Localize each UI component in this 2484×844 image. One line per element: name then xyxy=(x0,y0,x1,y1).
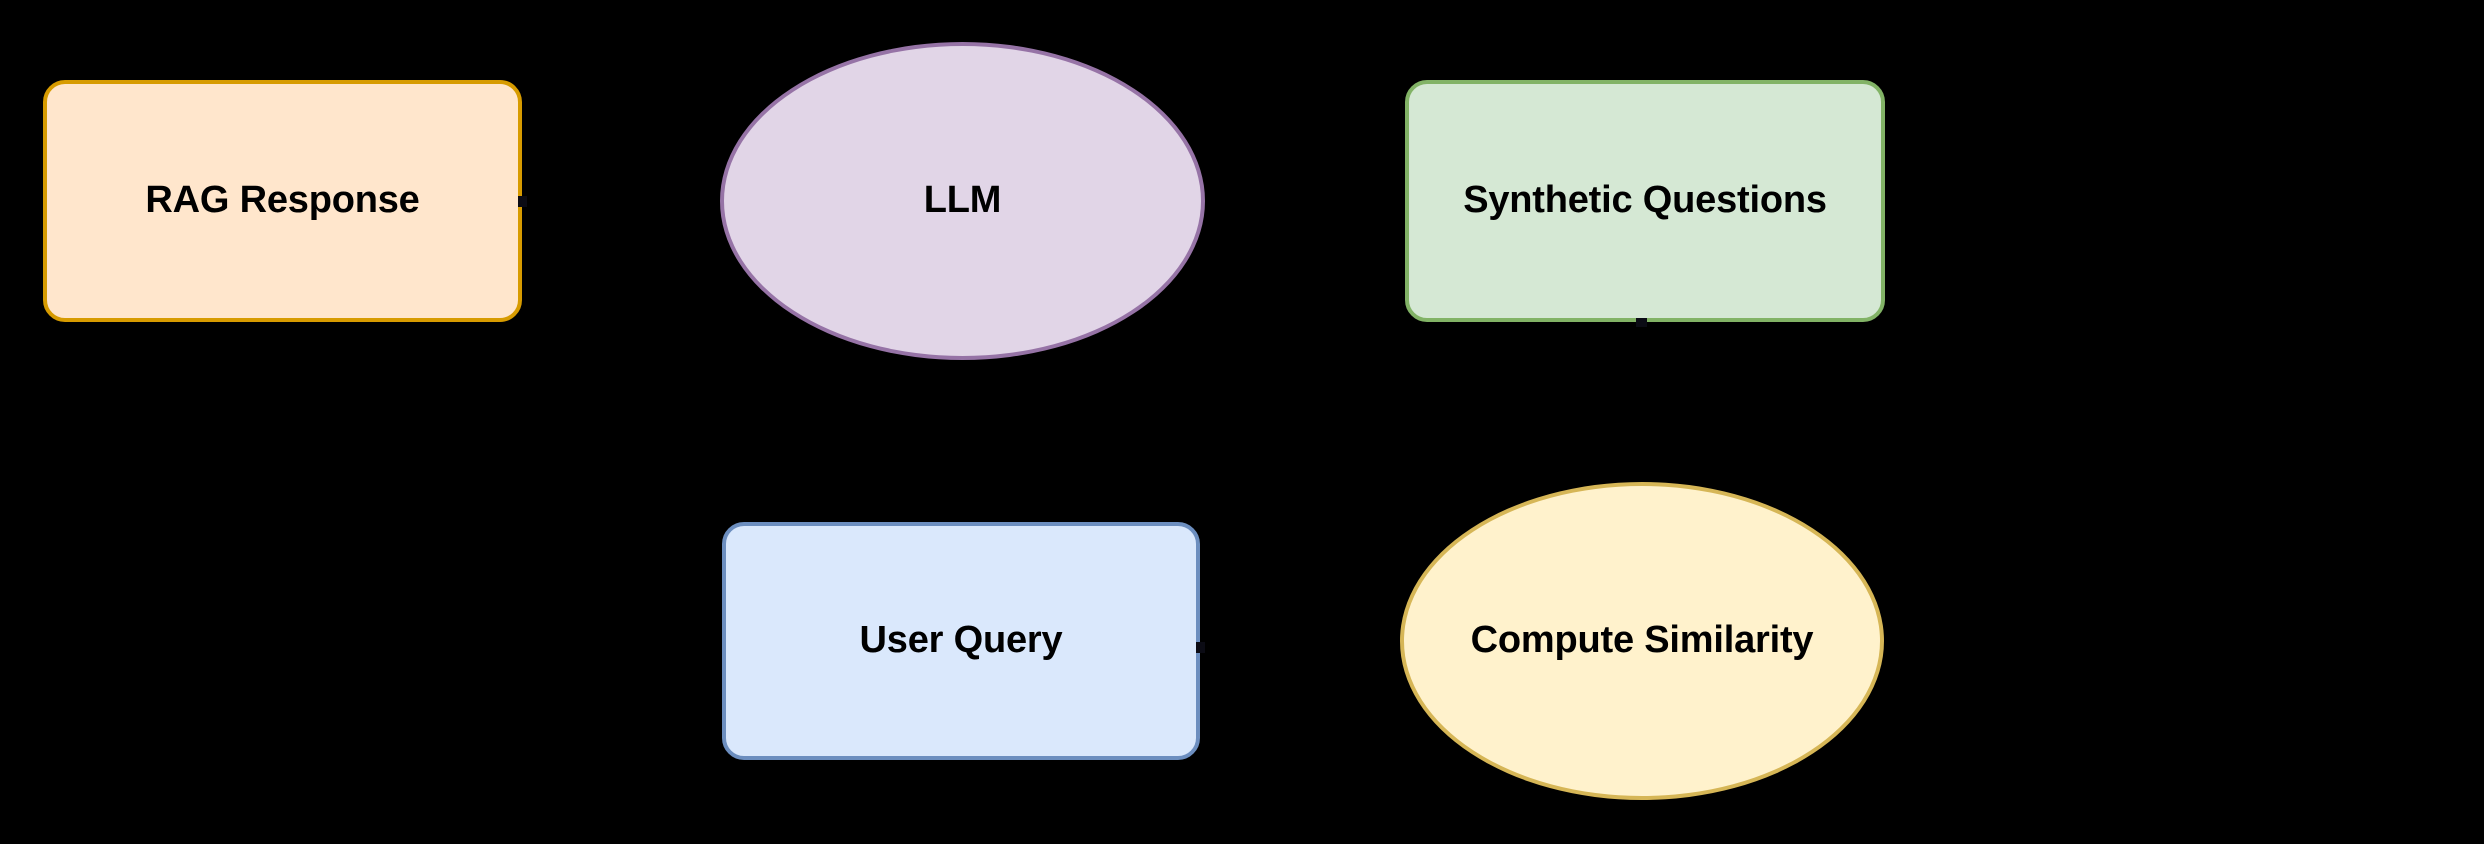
connector-stub-user-query-right xyxy=(1196,642,1205,653)
node-synthetic-questions[interactable]: Synthetic Questions xyxy=(1405,80,1885,322)
node-label-llm: LLM xyxy=(923,179,1002,222)
node-llm[interactable]: LLM xyxy=(720,42,1205,360)
node-compute-similarity[interactable]: Compute Similarity xyxy=(1400,482,1884,800)
connector-stub-rag-response-right xyxy=(518,196,527,207)
node-label-user-query: User Query xyxy=(859,619,1063,662)
connector-stub-synthetic-questions-bottom xyxy=(1636,318,1647,327)
node-rag-response[interactable]: RAG Response xyxy=(43,80,522,322)
node-user-query[interactable]: User Query xyxy=(722,522,1200,760)
node-label-compute-similarity: Compute Similarity xyxy=(1470,619,1814,662)
node-label-rag-response: RAG Response xyxy=(145,179,420,222)
node-label-synthetic-questions: Synthetic Questions xyxy=(1463,179,1827,222)
